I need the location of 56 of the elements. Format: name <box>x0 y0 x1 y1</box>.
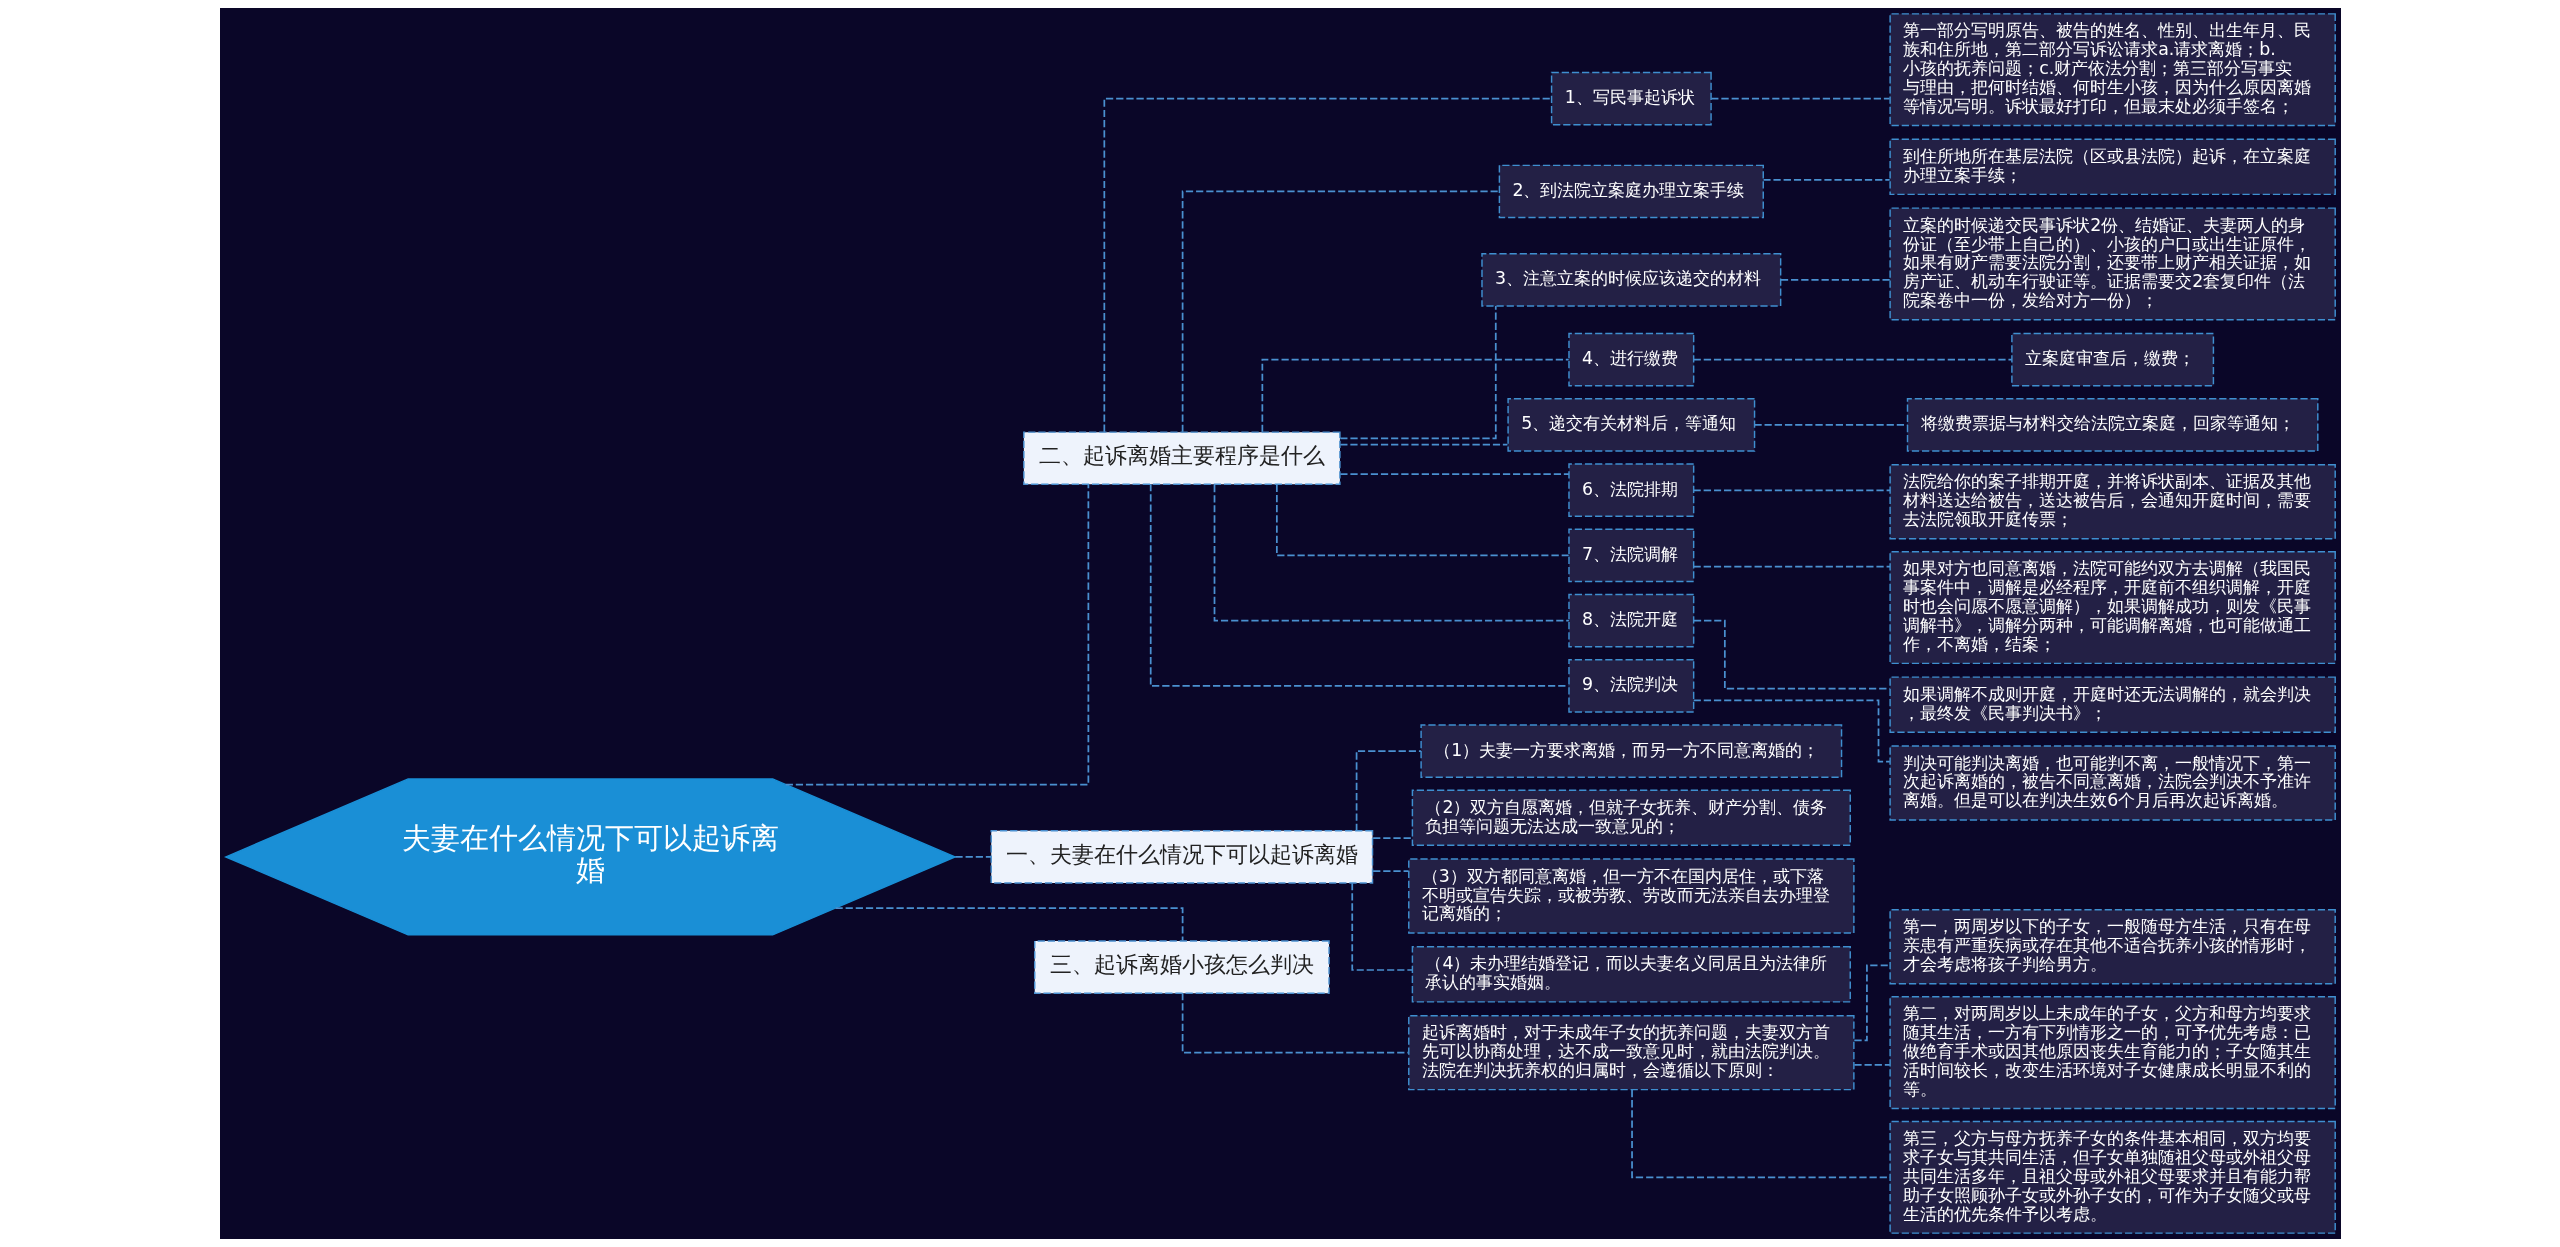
connector <box>1371 837 1413 839</box>
connector <box>1275 483 1570 557</box>
connector <box>1692 489 1891 492</box>
node-box: （2）双方自愿离婚，但就子女抚养、财产分割、债务负担等问题无法达成一致意见的； <box>1411 789 1851 847</box>
node-box: 三、起诉离婚小孩怎么判决 <box>1033 940 1330 994</box>
connector <box>1762 179 1891 181</box>
node-box: 7、法院调解 <box>1567 528 1694 583</box>
connector <box>1710 97 1890 100</box>
node-box: （1）夫妻一方要求离婚，而另一方不同意离婚的； <box>1419 724 1842 778</box>
node-box: 法院给你的案子排期开庭，并将诉状副本、证据及其他材料送达给被告，送达被告后，会通知开庭时间，需要去法院领取开庭传票； <box>1888 464 2336 540</box>
connector <box>834 907 1183 942</box>
node-box: （3）双方都同意离婚，但一方不在国内居住，或下落不明或宣告失踪，或被劳教、劳改而无法亲自去办理登记离婚的； <box>1407 858 1855 934</box>
connector <box>1350 882 1413 971</box>
connector <box>1692 358 2013 361</box>
node-box: 2、到法院立案庭办理立案手续 <box>1498 164 1764 219</box>
connector <box>1355 750 1422 832</box>
node-box: 二、起诉离婚主要程序是什么 <box>1022 431 1341 486</box>
node-box: 到住所地所在基层法院（区或县法院）起诉，在立案庭办理立案手续； <box>1888 138 2336 196</box>
node-box: 如果对方也同意离婚，法院可能约双方去调解（我国民事案件中，调解是必经程序，开庭前不组织调解，开庭时也会问愿不愿意调解），如果调解成功，则发《民事调解书》，调解分两种，可能调解离婚，也可能做通工作，不离婚，结案； <box>1888 551 2336 665</box>
connector <box>1149 483 1569 687</box>
node-box: 立案的时候递交民事诉状2份、结婚证、夫妻两人的身份证（至少带上自己的）、小孩的户口或出生证原件，如果有财产需要法院分割，还要带上财产相关证据，如房产证、机动车行驶证等。证据需要交2套复印件（法院案卷中一份，发给对方一份）； <box>1888 207 2336 321</box>
connector <box>1692 565 1891 568</box>
connector <box>1853 1064 1891 1066</box>
node-box: 起诉离婚时，对于未成年子女的抚养问题，夫妻双方首先可以协商处理，达不成一致意见时，就由法院判决。法院在判决抚养权的归属时，会遵循以下原则： <box>1407 1014 1855 1091</box>
node-box: 第二，对两周岁以上未成年的子女，父方和母方均要求随其生活，一方有下列情形之一的，可予优先考虑：已做绝育手术或因其他原因丧失生育能力的；子女随其生活时间较长，改变生活环境对子女健康成长明显不利的等。 <box>1888 996 2336 1110</box>
node-box: 第三，父方与母方抚养子女的条件基本相同，双方均要求子女与其共同生活，但子女单独随祖父母或外祖父母共同生活多年，且祖父母或外祖父母要求并且有能力帮助子女照顾孙子女或外孙子女的，可作为子女随父或母生活的优先条件予以考虑。 <box>1888 1120 2336 1234</box>
node-box: 判决可能判决离婚，也可能判不离，一般情况下，第一次起诉离婚的，被告不同意离婚，法院会判决不予准许离婚。但是可以在判决生效6个月后再次起诉离婚。 <box>1888 745 2336 821</box>
connector <box>1852 964 1891 1042</box>
connector <box>1102 97 1552 433</box>
node-box: 如果调解不成则开庭，开庭时还无法调解的，就会判决，最终发《民事判决书》； <box>1888 676 2336 733</box>
connector <box>784 483 1089 786</box>
connector <box>1181 992 1409 1054</box>
node-box: 一、夫妻在什么情况下可以起诉离婚 <box>990 830 1373 884</box>
connector <box>1339 443 1508 446</box>
node-box: 将缴费票据与材料交给法院立案庭，回家等通知； <box>1906 398 2319 452</box>
connector <box>1371 870 1409 872</box>
connector <box>1779 279 1891 281</box>
node-box: 9、法院判决 <box>1567 659 1694 713</box>
node-box: 3、注意立案的时候应该递交的材料 <box>1480 253 1781 307</box>
node-box: 第一部分写明原告、被告的姓名、性别、出生年月、民族和住所地，第二部分写诉讼请求a.请求离婚；b.小孩的抚养问题；c.财产依法分割；第三部分写事实与理由，把何时结婚、何时生小孩，因为什么原因离婚等情况写明。诉状最好打印，但最末处必须手签名； <box>1888 13 2336 127</box>
connector <box>1338 305 1497 440</box>
connector <box>1692 619 1891 690</box>
node-box: 8、法院开庭 <box>1567 593 1694 648</box>
connector <box>1339 473 1570 476</box>
connector <box>1181 190 1500 433</box>
node-box: 立案庭审查后，缴费； <box>2010 332 2214 387</box>
node-box: （4）未办理结婚登记，而以夫妻名义同居且为法律所承认的事实婚姻。 <box>1411 946 1851 1003</box>
node-box: 1、写民事起诉状 <box>1550 71 1712 126</box>
connector <box>953 856 992 858</box>
node-box: 4、进行缴费 <box>1567 332 1694 387</box>
connector <box>1692 699 1891 763</box>
connector <box>1213 484 1570 622</box>
connector <box>1261 358 1570 433</box>
node-box: 6、法院排期 <box>1567 463 1694 517</box>
node-box: 第一，两周岁以下的子女，一般随母方生活，只有在母亲患有严重疾病或存在其他不适合抚养小孩的情形时，才会考虑将孩子判给男方。 <box>1888 909 2336 985</box>
node-box: 5、递交有关材料后，等通知 <box>1506 398 1755 452</box>
